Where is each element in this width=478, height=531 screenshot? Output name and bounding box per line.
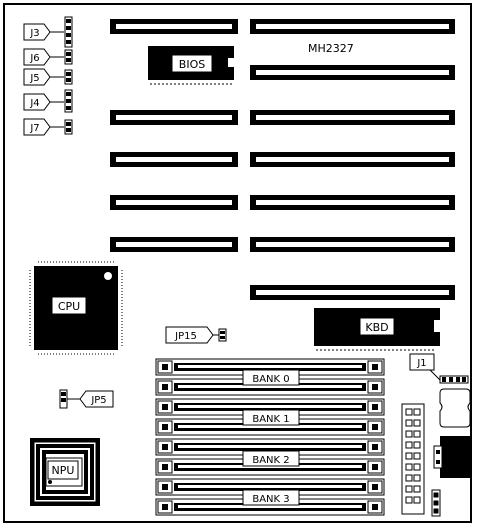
j7-label: J7 xyxy=(29,123,39,134)
power-connector xyxy=(401,403,425,515)
expansion-slot xyxy=(250,65,455,80)
simm-slot xyxy=(155,378,385,396)
memory-bank-labels: BANK 0 BANK 1 BANK 2 BANK 3 xyxy=(242,369,300,506)
expansion-slot xyxy=(110,110,238,125)
jumper-j4: J4 xyxy=(23,89,73,113)
bank-0-label: BANK 0 xyxy=(252,374,289,385)
bios-label: BIOS xyxy=(179,58,205,71)
npu-socket: NPU xyxy=(30,438,100,506)
bank-2-label: BANK 2 xyxy=(252,455,289,466)
cpu-chip: CPU xyxy=(29,261,123,355)
simm-slot xyxy=(155,398,385,416)
j6-label: J6 xyxy=(29,53,39,64)
j5-label: J5 xyxy=(29,73,39,84)
j1-label: J1 xyxy=(416,358,426,369)
simm-slots xyxy=(155,358,385,516)
expansion-slot xyxy=(250,285,455,300)
npu-label: NPU xyxy=(52,464,75,477)
expansion-slot xyxy=(250,195,455,210)
expansion-slot xyxy=(110,237,238,252)
jp15-label: JP15 xyxy=(174,331,197,342)
expansion-slot xyxy=(250,110,455,125)
j4-label: J4 xyxy=(29,98,39,109)
jumper-j7: J7 xyxy=(23,118,73,136)
jumper-j3: J3 xyxy=(23,16,73,48)
simm-slot xyxy=(155,358,385,376)
bios-chip: BIOS xyxy=(148,46,236,85)
kbd-label: KBD xyxy=(365,321,388,334)
board-model-label: MH2327 xyxy=(308,42,354,55)
bank-1-label: BANK 1 xyxy=(252,414,289,425)
header-pins xyxy=(431,489,441,517)
battery xyxy=(439,388,471,428)
jumper-jp15: JP15 xyxy=(165,326,227,344)
expansion-slot xyxy=(110,19,238,34)
expansion-slot xyxy=(110,195,238,210)
expansion-slots xyxy=(110,19,455,300)
simm-slot xyxy=(155,478,385,496)
jumper-j5: J5 xyxy=(23,68,73,86)
expansion-slot xyxy=(250,152,455,167)
simm-slot xyxy=(155,418,385,436)
jumper-j1: J1 xyxy=(409,353,469,384)
jumper-jp5: JP5 xyxy=(59,389,114,409)
expansion-slot xyxy=(110,152,238,167)
cpu-label: CPU xyxy=(58,300,80,313)
board-outline xyxy=(3,3,472,523)
expansion-slot xyxy=(250,19,455,34)
keyboard-connector: KBD xyxy=(314,308,442,351)
j3-label: J3 xyxy=(29,28,39,39)
keyboard-din-connector xyxy=(433,436,470,478)
simm-slot xyxy=(155,498,385,516)
jumper-j6: J6 xyxy=(23,48,73,66)
bank-3-label: BANK 3 xyxy=(252,494,289,505)
jp5-label: JP5 xyxy=(90,395,106,406)
expansion-slot xyxy=(250,237,455,252)
